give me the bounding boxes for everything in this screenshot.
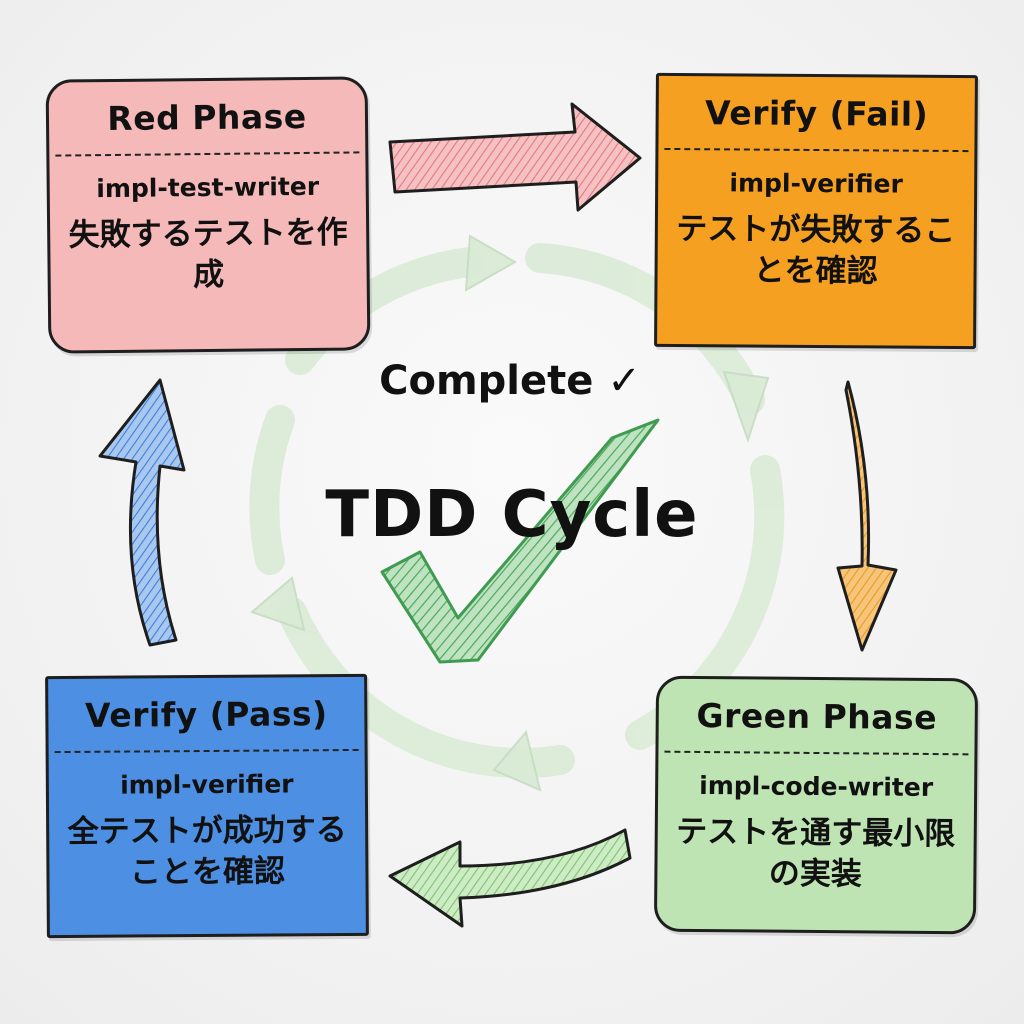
arrow-left-icon bbox=[388, 828, 632, 928]
arrow-down-icon bbox=[836, 380, 898, 652]
phase-box-green: Green Phase impl-code-writer テストを通す最小限の実… bbox=[653, 675, 979, 935]
phase-agent: impl-test-writer bbox=[96, 171, 320, 204]
phase-box-red: Red Phase impl-test-writer 失敗するテストを作成 bbox=[45, 76, 371, 354]
arrow-up-icon bbox=[98, 378, 186, 647]
phase-description: 全テストが成功することを確認 bbox=[67, 812, 347, 891]
phase-title: Verify (Pass) bbox=[84, 693, 328, 735]
phase-agent: impl-code-writer bbox=[699, 770, 934, 803]
cycle-status-label: Complete ✓ bbox=[379, 358, 641, 404]
phase-agent: impl-verifier bbox=[729, 168, 904, 199]
phase-box-verify-fail: Verify (Fail) impl-verifier テストが失敗することを確… bbox=[654, 72, 978, 350]
phase-description: テストを通す最小限の実装 bbox=[676, 813, 956, 893]
cycle-title: TDD Cycle bbox=[325, 478, 699, 552]
check-icon bbox=[380, 418, 660, 664]
phase-title: Red Phase bbox=[107, 96, 307, 138]
cycle-ring-arrowheads bbox=[250, 234, 770, 792]
arrow-right-icon bbox=[388, 102, 642, 212]
phase-agent: impl-verifier bbox=[120, 769, 294, 800]
phase-title: Verify (Fail) bbox=[704, 92, 929, 134]
phase-description: テストが失敗することを確認 bbox=[676, 211, 956, 290]
phase-description: 失敗するテストを作成 bbox=[68, 214, 348, 294]
phase-title: Green Phase bbox=[696, 695, 938, 737]
phase-box-verify-pass: Verify (Pass) impl-verifier 全テストが成功することを… bbox=[45, 673, 369, 939]
